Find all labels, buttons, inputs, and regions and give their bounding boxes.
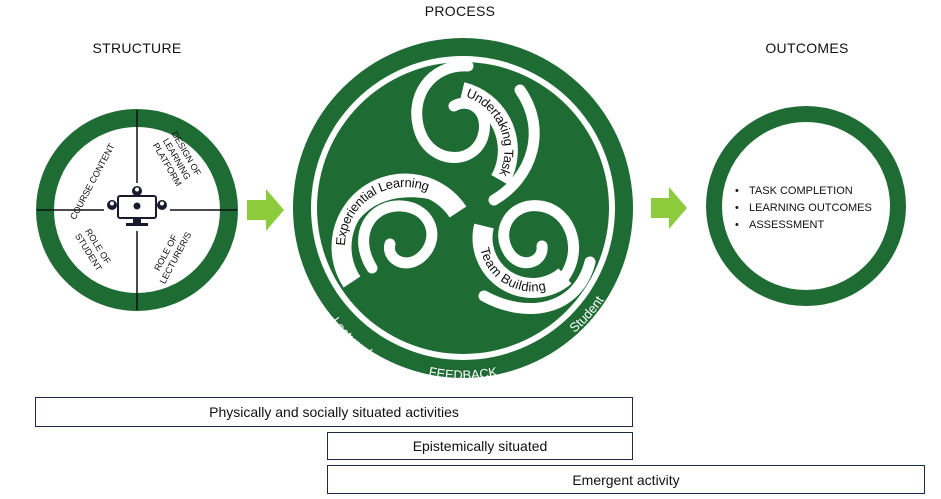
quadrant-design-of-learning-platform: DESIGN OF LEARNING PLATFORM bbox=[151, 130, 203, 188]
bar-emergent-activity: Emergent activity bbox=[327, 465, 925, 494]
process-diagram: Undertaking Task Experiential Learning T… bbox=[293, 38, 633, 383]
ring-label-feedback: FEEDBACK bbox=[428, 364, 499, 383]
structure-heading: STRUCTURE bbox=[92, 40, 182, 56]
arrow-structure-to-process bbox=[247, 189, 284, 231]
bar-epistemically-situated: Epistemically situated bbox=[327, 432, 633, 460]
arrow-process-to-outcomes bbox=[651, 187, 687, 229]
process-heading: PROCESS bbox=[424, 3, 496, 19]
outcome-item-task-completion: TASK COMPLETION bbox=[735, 183, 872, 200]
outcome-item-assessment: ASSESSMENT bbox=[735, 217, 872, 234]
structure-diagram: COURSE CONTENT DESIGN OF LEARNING PLATFO… bbox=[36, 109, 238, 311]
outcomes-list: TASK COMPLETION LEARNING OUTCOMES ASSESS… bbox=[735, 183, 872, 234]
online-meeting-icon bbox=[104, 183, 170, 231]
outcomes-heading: OUTCOMES bbox=[765, 40, 849, 56]
outcome-item-learning-outcomes: LEARNING OUTCOMES bbox=[735, 200, 872, 217]
bar-physically-socially-situated: Physically and socially situated activit… bbox=[35, 397, 633, 427]
